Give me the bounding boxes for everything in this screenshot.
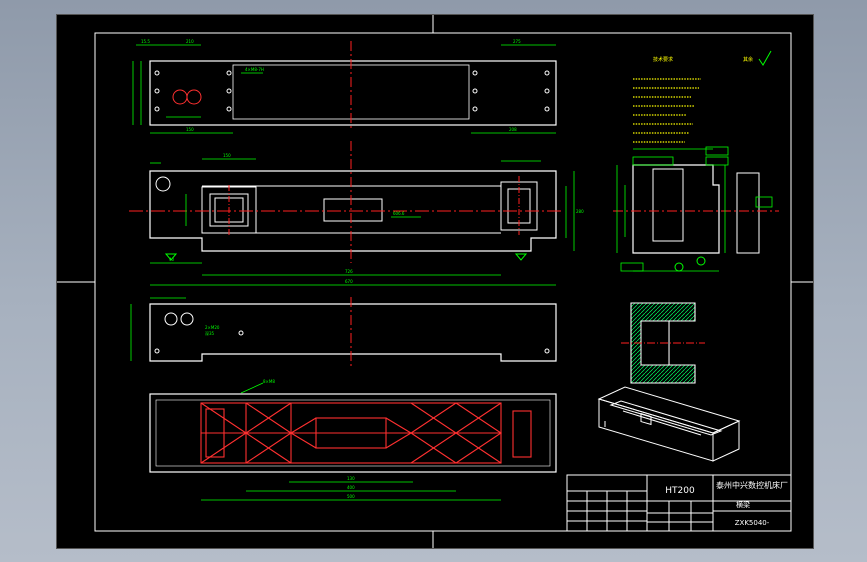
technical-notes: 技术要求 其余 [633, 50, 772, 143]
detail-section-b-b [621, 302, 705, 384]
svg-text:275: 275 [513, 39, 521, 44]
svg-text:2×M20: 2×M20 [205, 325, 220, 330]
svg-text:技术要求: 技术要求 [653, 56, 673, 63]
part-name-text: 横梁 [736, 500, 750, 509]
cad-viewport[interactable]: 15.5 210 275 4×M8-7H 150 208 [56, 14, 814, 549]
svg-text:210: 210 [186, 39, 194, 44]
svg-text:8×M8: 8×M8 [263, 379, 275, 384]
svg-text:150: 150 [223, 153, 231, 158]
svg-text:400: 400 [347, 485, 355, 490]
side-view [613, 146, 779, 272]
material-text: HT200 [665, 486, 695, 496]
svg-text:4×M8-7H: 4×M8-7H [245, 67, 264, 72]
svg-text:670: 670 [345, 279, 353, 284]
svg-text:208: 208 [509, 127, 517, 132]
svg-text:606.6: 606.6 [393, 211, 405, 216]
svg-text:500: 500 [347, 494, 355, 499]
svg-text:726: 726 [345, 269, 353, 274]
title-block: HT200 泰州中兴数控机床厂 横梁 ZXK5040- [566, 474, 792, 532]
top-view: 15.5 210 275 4×M8-7H 150 208 [132, 39, 557, 134]
drawing-number-text: ZXK5040- [735, 519, 770, 527]
svg-text:150: 150 [186, 127, 194, 132]
svg-text:15.5: 15.5 [141, 39, 150, 44]
drawing-canvas: 15.5 210 275 4×M8-7H 150 208 [57, 15, 813, 548]
svg-text:其余: 其余 [743, 56, 753, 63]
svg-text:280: 280 [576, 209, 584, 214]
svg-text:130: 130 [347, 476, 355, 481]
rib-section-view: 130 400 500 8×M8 [149, 379, 557, 501]
company-name-text: 泰州中兴数控机床厂 [716, 480, 788, 490]
isometric-view [597, 386, 741, 462]
sheet-trim-lines [57, 15, 813, 548]
svg-text:深35: 深35 [205, 330, 215, 336]
